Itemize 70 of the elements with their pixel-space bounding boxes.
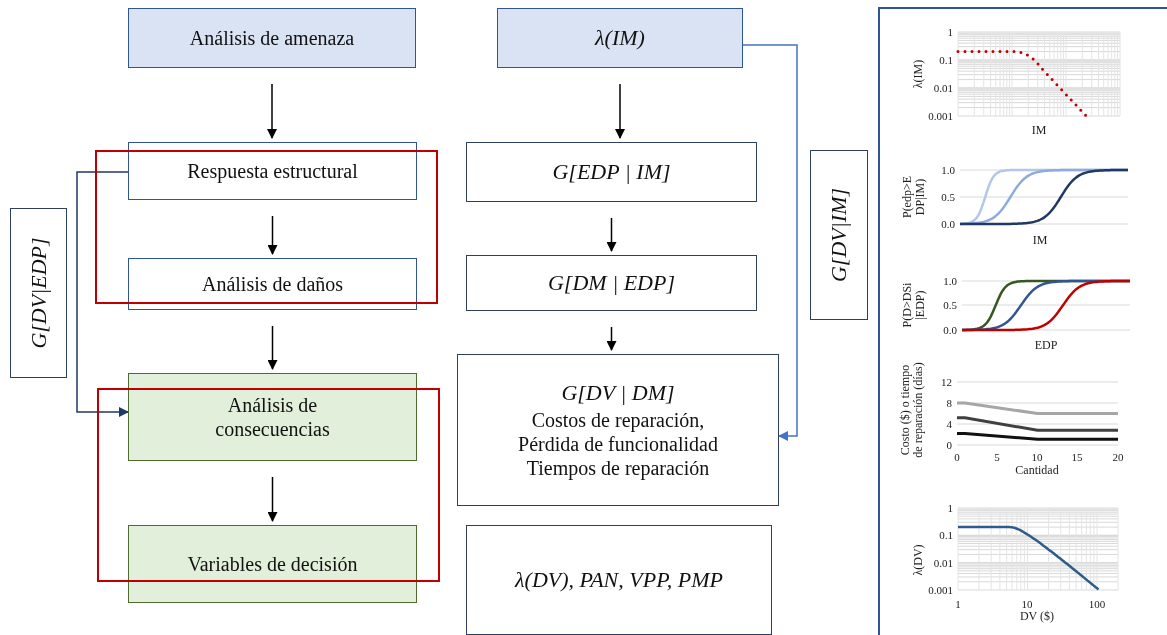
process-box (128, 373, 417, 461)
axis-title: Costo ($) o tiempo de reparación (días) (898, 361, 926, 460)
tick-label: 0.5 (941, 190, 955, 204)
formula-text: λ(IM) (595, 24, 645, 52)
axis-title: λ(IM) (912, 59, 926, 89)
formula-box (457, 354, 779, 506)
tick-label: 4 (946, 417, 952, 431)
tick-label: 15 (1071, 450, 1083, 464)
formula-box (466, 255, 757, 311)
tick-label: 0.0 (941, 217, 955, 231)
axis-title: λ(DV) (912, 544, 926, 576)
arrow (606, 217, 617, 252)
arrow (606, 326, 617, 351)
axis-title: IM (1031, 124, 1047, 138)
formula-text: G[DV|EDP] (25, 237, 52, 349)
tick-label: 0.01 (933, 81, 953, 95)
tick-label: 8 (946, 396, 952, 410)
tick-label: 1.0 (943, 274, 957, 288)
formula-text: G[DV | DM] (561, 379, 675, 407)
tick-label: 100 (1088, 597, 1106, 611)
tick-label: 1 (955, 597, 961, 611)
axis-title: P(edp>E DP|IM) (900, 174, 928, 221)
formula-text: λ(DV), PAN, VPP, PMP (515, 566, 723, 594)
axis-title: P(D>DSi |EDP) (900, 281, 928, 330)
tick-label: 20 (1112, 450, 1124, 464)
process-box (128, 142, 417, 200)
tick-label: 0 (946, 438, 952, 452)
arrow (267, 476, 278, 522)
axis-title: EDP (1034, 339, 1058, 353)
arrow (267, 83, 277, 139)
tick-label: 0.01 (933, 556, 953, 570)
process-box (128, 258, 417, 310)
tick-label: 0.001 (928, 583, 953, 597)
tick-label: 1 (947, 25, 953, 39)
node-text: Respuesta estructural (187, 159, 358, 183)
tick-label: 12 (941, 375, 952, 389)
tick-label: 0.5 (943, 298, 957, 312)
arrow (615, 83, 625, 139)
process-box (128, 525, 417, 603)
tick-label: 1.0 (941, 163, 955, 177)
node-text: Variables de decisión (187, 552, 358, 576)
tick-label: 0 (954, 450, 960, 464)
formula-box (497, 8, 743, 68)
formula-text: G[EDP | IM] (552, 158, 671, 186)
tick-label: 0.1 (939, 528, 953, 542)
formula-box (466, 525, 772, 635)
tick-label: 0.001 (928, 109, 953, 123)
arrow (267, 215, 278, 255)
arrow (76, 171, 129, 417)
axis-title: Cantidad (1015, 464, 1059, 478)
formula-box (466, 142, 757, 202)
axis-title: IM (1032, 234, 1048, 248)
tick-label: 10 (1021, 597, 1033, 611)
formula-text: G[DV|IM] (825, 188, 852, 282)
tick-label: 10 (1031, 450, 1043, 464)
process-box (128, 8, 416, 68)
node-text: Costos de reparación, Pérdida de funcionalidad Tiempos de reparación (517, 408, 719, 481)
arrow (267, 325, 278, 370)
formula-box (810, 150, 868, 320)
tick-label: 5 (994, 450, 1000, 464)
node-text: Análisis de amenaza (189, 26, 355, 50)
tick-label: 0.1 (939, 53, 953, 67)
formula-text: G[DM | EDP] (547, 269, 675, 297)
node-text: Análisis de daños (201, 272, 344, 296)
tick-label: 1 (947, 501, 953, 515)
arrow (742, 44, 798, 441)
axis-title: DV ($) (1019, 610, 1055, 624)
node-text: Análisis de consecuencias (214, 393, 331, 441)
tick-label: 0.0 (943, 323, 957, 337)
formula-box (10, 208, 67, 378)
